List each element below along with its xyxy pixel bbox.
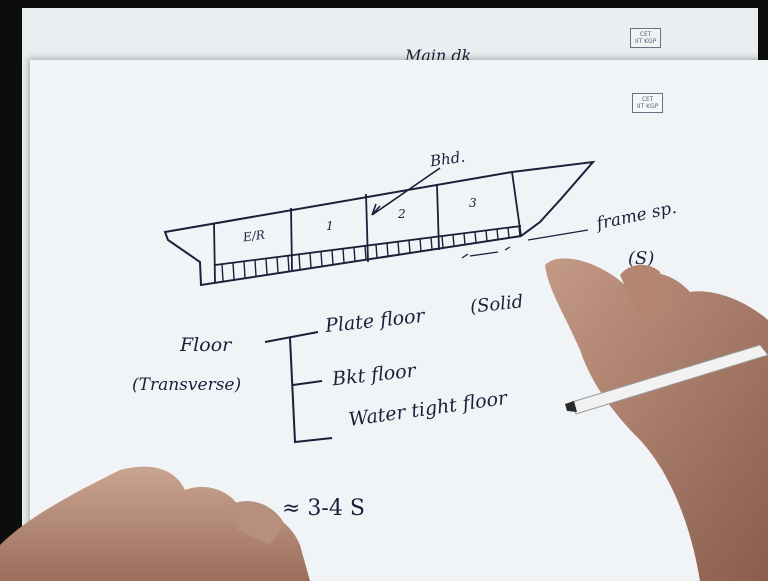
floor-tick <box>419 238 422 252</box>
floor-tick <box>353 247 356 262</box>
floor-tick <box>276 257 279 273</box>
stamp-text: IIT KGP <box>635 38 657 45</box>
floor-tick <box>430 237 433 250</box>
floor-label: Floor <box>180 334 232 356</box>
compartment-1: 1 <box>326 219 334 233</box>
floor-tick <box>287 255 290 272</box>
floor-tick <box>265 258 268 275</box>
floor-tick <box>507 227 510 239</box>
stamp-text: CET <box>639 31 652 38</box>
compartment-3: 3 <box>469 196 477 210</box>
bottom-note: ≈ 3-4 S <box>282 496 365 521</box>
floor-tick <box>375 244 378 258</box>
floor-tick <box>309 252 312 268</box>
floor-tick <box>485 230 488 242</box>
floor-tick <box>496 228 499 240</box>
floor-tick <box>386 243 389 257</box>
floor-tick <box>331 250 334 265</box>
floor-tick <box>232 262 235 280</box>
floor-tick <box>463 233 466 245</box>
floor-tick <box>243 261 246 278</box>
floor-tick <box>397 241 400 255</box>
floor-tick <box>441 236 444 248</box>
floor-tick <box>518 226 521 237</box>
stamp-text: IIT KGP <box>637 103 659 110</box>
frame-spacing-symbol: (S) <box>628 248 655 269</box>
floor-tick <box>408 240 411 253</box>
floor-tick <box>474 231 477 243</box>
floor-tick <box>254 259 257 277</box>
transverse-label: (Transverse) <box>132 375 242 395</box>
stamp-text: CET <box>641 96 654 103</box>
iit-stamp-top: CET IIT KGP <box>630 28 662 48</box>
floor-tick <box>364 245 367 260</box>
compartment-2: 2 <box>398 207 406 221</box>
floor-tick <box>298 254 301 270</box>
iit-stamp-front: CET IIT KGP <box>632 93 664 113</box>
floor-tick <box>320 251 323 267</box>
floor-tick <box>221 264 224 281</box>
floor-tick <box>452 234 455 247</box>
floor-tick <box>342 248 345 263</box>
